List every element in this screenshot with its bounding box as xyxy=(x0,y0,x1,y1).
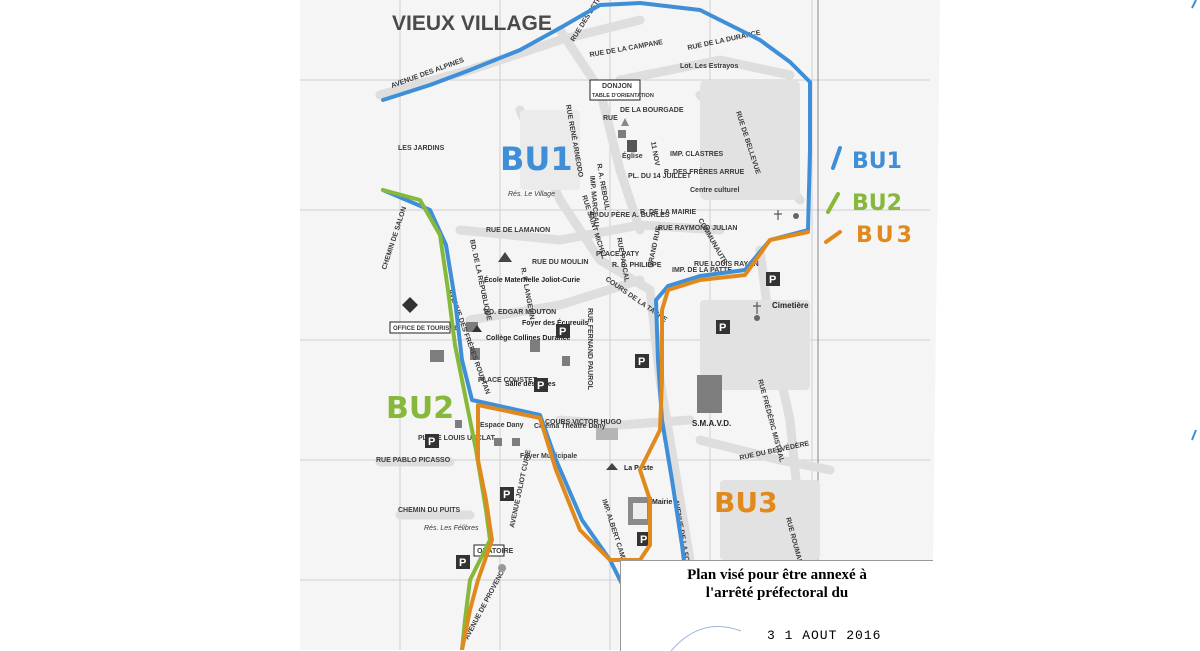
landmark-icons xyxy=(402,118,799,572)
parking-icon: P xyxy=(534,378,548,392)
label-rue-lamanon: RUE DE LAMANON xyxy=(486,227,550,234)
label-salle: Salle des Fêtes xyxy=(505,381,556,388)
label-rue-mairie: R. DE LA MAIRIE xyxy=(640,209,696,216)
bu2-boundary xyxy=(381,188,492,650)
label-rue: RUE xyxy=(603,115,618,122)
stamp-line-2: l'arrêté préfectoral du xyxy=(705,585,849,601)
label-imp-marceau: IMP. MARCEAU xyxy=(588,176,599,228)
oratory-icon xyxy=(498,564,506,572)
label-pere-burles: R. DU PÈRE A. BURLES xyxy=(590,210,670,219)
label-mairie: Mairie xyxy=(652,499,672,506)
stamp-seal xyxy=(670,626,742,651)
label-foyer-muni: Foyer Municipale xyxy=(520,453,577,460)
label-rue-moulin: RUE DU MOULIN xyxy=(532,259,588,266)
zone-label-bu1: BU1 xyxy=(500,140,573,178)
parking-icon: P xyxy=(425,434,439,448)
map-title: VIEUX VILLAGE xyxy=(392,12,552,35)
prefectoral-stamp: Plan visé pour être annexé à l'arrêté pr… xyxy=(620,560,933,651)
school-icon-2 xyxy=(472,325,482,332)
label-les-jardins: LES JARDINS xyxy=(398,145,445,152)
label-oratoire: ORATOIRE xyxy=(477,548,514,555)
legend-swatch-bu2 xyxy=(826,192,840,214)
label-pl14: PL. DU 14 JUILLET xyxy=(628,173,692,180)
label-foyer: Foyer des Écureuils xyxy=(522,318,589,327)
zone-label-bu3: BU3 xyxy=(714,486,778,519)
zone-legend: BU1 BU2 BU3 xyxy=(824,146,915,248)
svg-text:P: P xyxy=(459,557,466,569)
parking-icon: P xyxy=(637,532,651,546)
legend-label-bu1: BU1 xyxy=(852,149,902,174)
label-eglise: Église xyxy=(622,151,643,160)
legend-swatch-bu1 xyxy=(831,146,842,170)
parking-icon: P xyxy=(716,320,730,334)
parking-icon: P xyxy=(500,487,514,501)
parking-icon: P xyxy=(456,555,470,569)
donjon-box xyxy=(589,79,641,101)
church-icon xyxy=(627,140,637,152)
parking-icon: P xyxy=(556,324,570,338)
legend-swatch-bu3 xyxy=(824,230,842,244)
label-table-orientation: TABLE D'ORIENTATION xyxy=(592,93,654,99)
label-place-louis: PLACE LOUIS USCLAT xyxy=(418,435,496,442)
svg-text:P: P xyxy=(559,326,566,338)
parking-icon: P xyxy=(635,354,649,368)
margin-mark xyxy=(1191,429,1197,441)
post-icon xyxy=(606,463,618,470)
label-bd-edgar: BD. EDGAR MOUTON xyxy=(484,309,556,316)
label-raymond: RUE RAYMOND JULIAN xyxy=(658,225,737,232)
stamp-date: 3 1 AOUT 2016 xyxy=(767,628,882,643)
label-cimetiere: Cimetière xyxy=(772,301,809,310)
label-cours-hugo: COURS VICTOR HUGO xyxy=(545,419,622,426)
label-imp-patte: IMP. DE LA PATTE xyxy=(672,267,732,274)
office-box xyxy=(389,321,451,334)
tourism-icon xyxy=(402,297,418,313)
label-ecole: École Maternelle Joliot-Curie xyxy=(484,275,580,284)
label-centre: Centre culturel xyxy=(690,187,739,194)
svg-text:P: P xyxy=(719,322,726,334)
label-fernand: RUE FERNAND PAUROL xyxy=(586,308,593,391)
blocks xyxy=(520,80,820,560)
cemetery-icon xyxy=(754,315,760,321)
label-college: Collège Collines Durance xyxy=(486,335,571,342)
bu1-boundary-north xyxy=(381,1,812,650)
label-place-paty: PLACE PATY xyxy=(596,251,640,258)
stamp-line-1: Plan visé pour être annexé à xyxy=(687,567,867,583)
label-rue-bourgade: DE LA BOURGADE xyxy=(620,107,684,114)
castle-icon xyxy=(621,118,629,126)
label-cinema: Cinéma Théâtre Dany xyxy=(534,423,606,430)
svg-text:P: P xyxy=(769,274,776,286)
margin-mark xyxy=(1191,0,1197,9)
svg-text:P: P xyxy=(428,436,435,448)
chapel-icon xyxy=(793,213,799,219)
svg-text:P: P xyxy=(537,380,544,392)
label-rue-louis-rayon: RUE LOUIS RAYON xyxy=(694,261,759,268)
label-place-coustet: PLACE COUSTET xyxy=(478,377,538,384)
label-pablo: RUE PABLO PICASSO xyxy=(376,457,451,464)
legend-label-bu2: BU2 xyxy=(852,191,902,216)
label-11nov: 11 NOV xyxy=(649,141,660,167)
label-rue-freres: R. DES FRÈRES ARRUE xyxy=(664,167,745,176)
svg-text:P: P xyxy=(503,489,510,501)
legend-label-bu3: BU3 xyxy=(856,223,915,248)
label-office: OFFICE DE TOURISME xyxy=(393,326,458,332)
svg-text:P: P xyxy=(638,356,645,368)
svg-text:P: P xyxy=(640,534,647,546)
cemetery-cross-icon xyxy=(753,210,782,314)
zone-label-bu2: BU2 xyxy=(386,391,454,426)
label-donjon: DONJON xyxy=(602,83,632,90)
label-imp-clastres: IMP. CLASTRES xyxy=(670,151,723,158)
label-res-village: Rés. Le Village xyxy=(508,191,555,198)
label-chemin-puits: CHEMIN DU PUITS xyxy=(398,507,461,514)
parking-symbols: P P P P P P P P P xyxy=(425,272,780,569)
school-icon xyxy=(498,252,512,262)
label-res-felibres: Rés. Les Félibres xyxy=(424,525,479,532)
label-ruelle-philippe: R. E. PHILIPPE xyxy=(612,262,662,269)
parking-icon: P xyxy=(766,272,780,286)
label-smavd: S.M.A.V.D. xyxy=(692,419,731,428)
label-lot-estrayos: Lot. Les Estrayos xyxy=(680,63,738,70)
label-espace-dany: Espace Dany xyxy=(480,422,524,429)
